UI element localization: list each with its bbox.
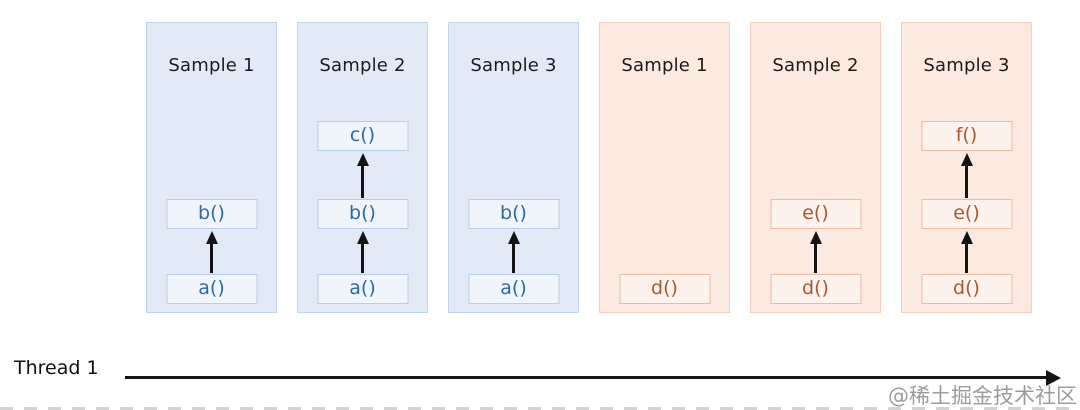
sample-card-orange-3: Sample 3 f() e() d() [901, 22, 1032, 313]
watermark-text: @稀土掘金技术社区 [888, 384, 1077, 408]
thread-label: Thread 1 [14, 357, 99, 379]
call-arrow-up-icon [507, 231, 521, 273]
stack-frame-b: b() [317, 199, 408, 229]
stack-frame-e: e() [770, 199, 861, 229]
stack-frame-a: a() [468, 274, 559, 304]
stack-frame-f: f() [921, 121, 1012, 151]
thread-timeline-arrowhead-icon [1046, 370, 1061, 386]
stack-frame-e: e() [921, 199, 1012, 229]
call-arrow-up-icon [960, 153, 974, 198]
sample-card-title: Sample 3 [923, 55, 1010, 76]
sample-card-title: Sample 1 [621, 55, 708, 76]
stack-frame-d: d() [770, 274, 861, 304]
stack-frame-d: d() [921, 274, 1012, 304]
call-arrow-up-icon [809, 231, 823, 273]
sample-card-blue-1: Sample 1 b() a() [146, 22, 277, 313]
stack-frame-d: d() [619, 274, 710, 304]
call-arrow-up-icon [356, 231, 370, 273]
sample-card-blue-3: Sample 3 b() a() [448, 22, 579, 313]
sample-card-orange-1: Sample 1 d() [599, 22, 730, 313]
sample-card-title: Sample 1 [168, 55, 255, 76]
call-arrow-up-icon [960, 231, 974, 273]
stack-frame-c: c() [317, 121, 408, 151]
samples-row: Sample 1 b() a() Sample 2 c() b() a() Sa… [146, 22, 1032, 313]
sample-card-title: Sample 2 [772, 55, 859, 76]
stack-frame-a: a() [317, 274, 408, 304]
sample-card-orange-2: Sample 2 e() d() [750, 22, 881, 313]
stack-frame-b: b() [468, 199, 559, 229]
sample-card-blue-2: Sample 2 c() b() a() [297, 22, 428, 313]
thread-timeline-line [125, 376, 1048, 379]
stack-frame-a: a() [166, 274, 257, 304]
call-arrow-up-icon [356, 153, 370, 198]
call-arrow-up-icon [205, 231, 219, 273]
stack-frame-b: b() [166, 199, 257, 229]
cropped-bottom-text-row [0, 407, 1080, 410]
sample-card-title: Sample 3 [470, 55, 557, 76]
sample-card-title: Sample 2 [319, 55, 406, 76]
